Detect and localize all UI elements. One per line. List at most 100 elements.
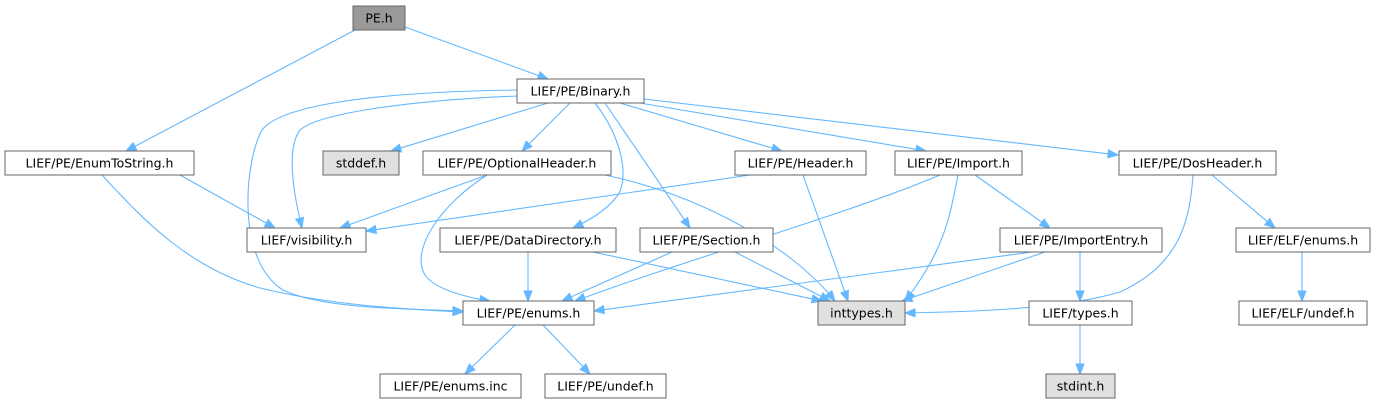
node-box — [422, 150, 612, 176]
node-box — [817, 300, 906, 326]
node-datadirectory-h[interactable]: LIEF/PE/DataDirectory.h — [439, 227, 617, 253]
edge-line — [572, 102, 624, 229]
edge-line — [570, 251, 673, 298]
edge-arrowhead — [294, 216, 305, 230]
edge-line — [904, 174, 959, 302]
edges-layer — [101, 26, 1307, 376]
edge-pe_enums_h-to-pe_enums_inc — [464, 324, 516, 375]
edge-elf_enums_h-to-elf_undef_h — [1297, 252, 1307, 303]
edge-line — [471, 324, 516, 368]
node-label: LIEF/PE/undef.h — [557, 379, 653, 394]
node-optionalheader-h[interactable]: LIEF/PE/OptionalHeader.h — [422, 150, 612, 176]
edge-line — [420, 174, 491, 302]
edge-binary_h-to-header_h — [619, 102, 784, 153]
node-dosheader-h[interactable]: LIEF/PE/DosHeader.h — [1118, 150, 1277, 176]
edge-line — [247, 89, 518, 312]
edge-line — [400, 102, 549, 149]
edge-line — [291, 95, 518, 229]
node-pe-enums-inc[interactable]: LIEF/PE/enums.inc — [379, 373, 522, 399]
node-stdint-h: stdint.h — [1045, 373, 1116, 399]
node-pe-undef-h[interactable]: LIEF/PE/undef.h — [544, 373, 667, 399]
node-label: LIEF/ELF/enums.h — [1248, 233, 1358, 248]
node-box — [1235, 227, 1371, 253]
edge-binary_h-to-dosheader_h — [643, 98, 1120, 159]
edge-binary_h-to-datadirectory_h — [571, 102, 624, 229]
edge-header_h-to-inttypes_h — [802, 174, 849, 303]
node-enumtostring-h[interactable]: LIEF/PE/EnumToString.h — [4, 150, 195, 176]
edge-arrowhead — [1107, 149, 1120, 159]
edge-section_h-to-pe_enums_h — [560, 251, 673, 302]
edge-section_h-to-inttypes_h — [734, 251, 832, 302]
edge-arrowhead — [1075, 363, 1085, 376]
edge-arrowhead — [824, 289, 836, 303]
edge-arrowhead — [818, 291, 832, 302]
edge-datadirectory_h-to-pe_enums_h — [523, 252, 533, 303]
node-label: LIEF/visibility.h — [261, 233, 353, 248]
node-box — [322, 150, 400, 176]
node-types-h[interactable]: LIEF/types.h — [1028, 300, 1133, 326]
edge-arrowhead — [592, 304, 606, 315]
node-label: PE.h — [365, 11, 392, 26]
edge-arrowhead — [263, 218, 277, 229]
edge-arrowhead — [579, 363, 591, 375]
edge-dosheader_h-to-elf_enums_h — [1211, 174, 1277, 229]
edge-arrowhead — [680, 216, 691, 230]
node-box — [544, 373, 667, 399]
edge-line — [101, 174, 464, 313]
node-box — [516, 78, 645, 104]
node-importentry-h[interactable]: LIEF/PE/ImportEntry.h — [999, 227, 1163, 253]
edge-line — [592, 251, 813, 300]
node-stddef-h: stddef.h — [322, 150, 400, 176]
edge-line — [619, 102, 773, 149]
edge-line — [604, 174, 836, 302]
node-pe-h[interactable]: PE.h — [352, 5, 406, 31]
edge-line — [134, 29, 356, 147]
edge-pe_h-to-binary_h — [404, 26, 550, 80]
node-elf-undef-h[interactable]: LIEF/ELF/undef.h — [1238, 300, 1368, 326]
node-box — [352, 5, 406, 31]
node-box — [894, 150, 1023, 176]
edge-line — [603, 251, 1033, 311]
edge-header_h-to-visibility_h — [364, 174, 751, 235]
edge-pe_h-to-enumtostring_h — [124, 29, 356, 152]
node-box — [4, 150, 195, 176]
edge-line — [904, 174, 1194, 314]
edge-arrowhead — [1038, 218, 1052, 229]
node-label: LIEF/ELF/undef.h — [1251, 306, 1354, 321]
edge-arrowhead — [1297, 290, 1307, 303]
node-binary-h[interactable]: LIEF/PE/Binary.h — [516, 78, 645, 104]
node-label: LIEF/PE/enums.inc — [393, 379, 507, 394]
edge-binary_h-to-pe_enums_h — [247, 89, 518, 316]
edge-line — [1211, 174, 1268, 222]
edge-import_h-to-inttypes_h — [904, 174, 959, 303]
edge-line — [404, 26, 539, 77]
edge-line — [974, 174, 1043, 223]
edge-arrowhead — [840, 289, 849, 303]
node-label: LIEF/PE/OptionalHeader.h — [438, 156, 597, 171]
edge-line — [542, 324, 584, 368]
node-label: LIEF/PE/Header.h — [748, 156, 854, 171]
edge-line — [179, 174, 267, 224]
node-box — [439, 227, 617, 253]
edge-dosheader_h-to-inttypes_h — [903, 174, 1194, 318]
node-label: LIEF/PE/EnumToString.h — [26, 156, 174, 171]
node-visibility-h[interactable]: LIEF/visibility.h — [246, 227, 367, 253]
node-elf-enums-h[interactable]: LIEF/ELF/enums.h — [1235, 227, 1371, 253]
edge-importentry_h-to-types_h — [1075, 252, 1085, 303]
edge-arrowhead — [523, 290, 533, 303]
edge-line — [528, 102, 571, 145]
edge-binary_h-to-import_h — [639, 102, 928, 154]
edge-line — [643, 98, 1109, 155]
edge-arrowhead — [1075, 290, 1085, 303]
node-pe-enums-h[interactable]: LIEF/PE/enums.h — [462, 300, 595, 326]
edge-arrowhead — [364, 224, 378, 235]
edge-enumtostring_h-to-visibility_h — [179, 174, 277, 229]
edge-arrowhead — [124, 141, 138, 152]
edge-arrowhead — [536, 70, 550, 80]
node-label: stdint.h — [1057, 379, 1105, 394]
edge-arrowhead — [903, 308, 916, 318]
edge-line — [734, 251, 822, 297]
node-header-h[interactable]: LIEF/PE/Header.h — [734, 150, 867, 176]
node-section-h[interactable]: LIEF/PE/Section.h — [639, 227, 774, 253]
node-import-h[interactable]: LIEF/PE/Import.h — [894, 150, 1023, 176]
